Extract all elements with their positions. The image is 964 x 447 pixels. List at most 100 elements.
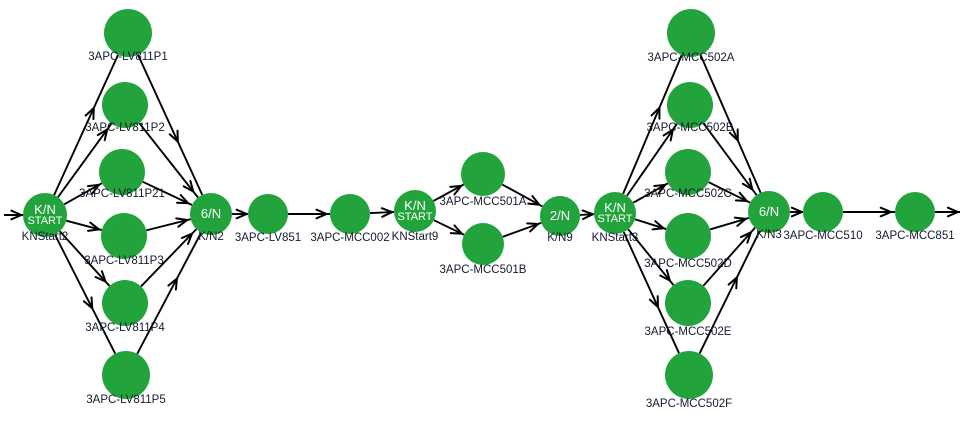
node-caption-kn3: K/N3: [756, 229, 782, 241]
node-mcc002[interactable]: [330, 194, 370, 234]
edge-arrowhead: [182, 179, 195, 193]
edge-knstart3-to-mcc502d: [634, 218, 667, 230]
node-mcc502f[interactable]: [665, 351, 713, 399]
node-caption-knstart2: KNStart2: [21, 231, 69, 243]
edge-lv811p2-to-kn2: [138, 122, 199, 199]
node-mcc502b[interactable]: [667, 82, 713, 128]
edge-mcc502e-to-kn3: [702, 227, 756, 287]
node-caption-lv811p5: 3APC-LV811P5: [86, 394, 166, 406]
edge-arrowhead: [180, 232, 193, 245]
edge-arrowhead: [527, 195, 541, 206]
node-caption-kn2: K/N2: [198, 231, 224, 243]
node-caption-lv811p1: 3APC-LV811P1: [88, 51, 168, 63]
node-caption-lv811p2: 3APC-LV811P2: [85, 122, 165, 134]
edge-arrowhead: [84, 107, 95, 121]
node-lv811p4[interactable]: [102, 280, 148, 326]
node-label-primary: 6/N: [200, 206, 222, 222]
edge-mcc502b-to-kn3: [702, 122, 758, 196]
edge-knstart2-to-lv811p2: [57, 123, 113, 198]
edge-knstart2-to-lv811p5: [54, 234, 117, 355]
edge-arrowhead: [648, 295, 660, 309]
edge-arrowhead: [449, 224, 463, 235]
node-label-primary: K/N: [34, 201, 56, 217]
edge-arrowhead: [86, 183, 100, 195]
node-kn9[interactable]: 2/N: [540, 196, 580, 236]
node-lv811p3[interactable]: [101, 213, 147, 259]
node-caption-lv811p4: 3APC-LV811P4: [85, 322, 165, 334]
node-caption-lv811p3: 3APC-LV811P3: [84, 255, 164, 267]
node-caption-kn9: K/N9: [547, 232, 573, 244]
edge-arrowhead: [581, 209, 594, 221]
node-mcc510[interactable]: [803, 192, 843, 232]
node-mcc502e[interactable]: [665, 280, 711, 326]
edge-knstart3-to-mcc502a: [622, 54, 683, 195]
node-caption-mcc502e: 3APC-MCC502E: [644, 326, 732, 338]
node-caption-knstart9: KNStart9: [391, 231, 439, 243]
node-mcc851[interactable]: [895, 192, 935, 232]
edge-knstart3-to-mcc502f: [622, 231, 680, 354]
edge-knstart2-to-lv811p3: [66, 219, 103, 232]
node-lv811p21[interactable]: [99, 149, 145, 195]
node-mcc502a[interactable]: [667, 9, 715, 57]
edge-arrowhead: [946, 206, 959, 218]
edge-mcc501b-to-kn9: [502, 221, 542, 238]
node-caption-mcc502a: 3APC-MCC502A: [647, 52, 735, 64]
node-lv811p2[interactable]: [102, 82, 148, 128]
node-label-secondary: START: [397, 211, 433, 224]
edge-arrowhead: [449, 184, 463, 196]
node-caption-mcc502c: 3APC-MCC502C: [644, 188, 732, 200]
edge-lv811p5-to-kn2: [136, 232, 203, 355]
edge-arrowhead: [734, 191, 748, 203]
node-label-primary: K/N: [404, 197, 426, 213]
edge-mcc502f-to-kn3: [698, 230, 761, 354]
node-caption-lv811p21: 3APC-LV811P21: [79, 188, 165, 200]
node-lv811p1[interactable]: [104, 9, 152, 57]
edge-arrowhead: [653, 183, 667, 195]
node-lv851[interactable]: [248, 194, 288, 234]
edge-arrowhead: [733, 216, 747, 227]
edge-mcc501a-to-kn9: [501, 183, 543, 208]
node-mcc501a[interactable]: [461, 152, 505, 196]
node-label-secondary: START: [597, 213, 633, 226]
edge-arrowhead: [650, 106, 661, 120]
node-caption-mcc501b: 3APC-MCC501B: [439, 264, 527, 276]
edge-knstart2-to-lv811p1: [53, 54, 119, 196]
edge-arrowhead: [728, 128, 739, 142]
edge-arrowhead: [96, 128, 109, 142]
node-label-primary: 2/N: [549, 208, 571, 224]
edge-arrowhead: [167, 277, 178, 291]
edge-mcc502a-to-kn3: [699, 54, 762, 194]
node-caption-mcc510: 3APC-MCC510: [783, 230, 863, 242]
node-kn2[interactable]: 6/N: [190, 193, 232, 235]
edge-mcc502d-to-kn3: [709, 217, 750, 231]
edge-arrowhead: [879, 206, 892, 218]
edge-lv811p21-to-kn2: [142, 180, 193, 206]
node-caption-lv851: 3APC-LV851: [234, 232, 302, 244]
node-mcc502c[interactable]: [665, 149, 711, 195]
edge-arrowhead: [741, 177, 754, 191]
edge-arrowhead: [662, 128, 674, 142]
node-label-primary: 6/N: [758, 204, 780, 220]
node-caption-mcc501a: 3APC-MCC501A: [439, 196, 527, 208]
edge-arrowhead: [526, 222, 540, 233]
edge-lv811p4-to-kn2: [140, 228, 198, 288]
edge-arrowhead: [727, 276, 738, 290]
edge-knstart9-to-mcc501a: [432, 183, 465, 202]
edge-arrowhead: [87, 221, 100, 232]
edge-arrowhead: [380, 207, 394, 218]
node-kn3[interactable]: 6/N: [748, 191, 790, 233]
node-label-primary: K/N: [604, 199, 626, 215]
node-lv811p5[interactable]: [102, 351, 150, 399]
node-caption-mcc502b: 3APC-MCC502B: [646, 122, 734, 134]
edge-mcc502c-to-kn3: [708, 181, 751, 204]
node-mcc502d[interactable]: [665, 213, 711, 259]
node-caption-mcc002: 3APC-MCC002: [310, 232, 390, 244]
edge-arrowhead: [659, 269, 671, 282]
edge-arrowhead: [175, 217, 189, 228]
node-mcc501b[interactable]: [462, 223, 504, 265]
